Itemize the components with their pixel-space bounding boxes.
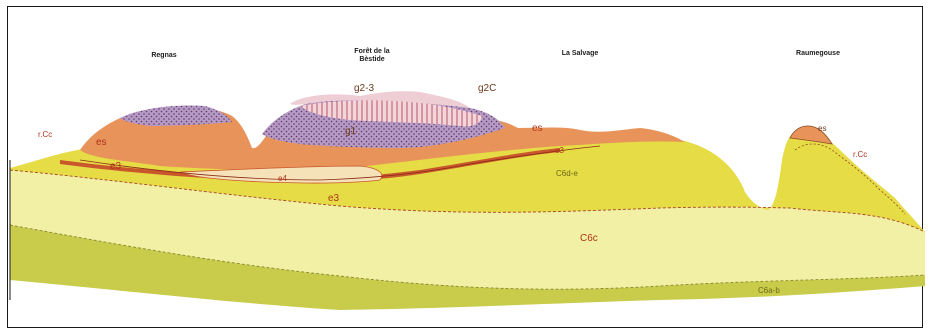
label-e3-bottom: e3 bbox=[328, 194, 339, 204]
label-e3-mid: e3 bbox=[555, 146, 564, 156]
label-c6d-e: C6d-e bbox=[556, 169, 578, 179]
label-g2-3: g2-3 bbox=[354, 84, 374, 94]
label-c6c: C6c bbox=[580, 234, 598, 244]
place-foret-line2: Bèstide bbox=[359, 56, 384, 64]
label-e5-left: es bbox=[96, 138, 107, 148]
place-foret-line1: Forêt de la bbox=[354, 48, 389, 56]
label-e3-left: e3 bbox=[110, 162, 121, 172]
label-e5-mid: es bbox=[532, 124, 543, 134]
label-c6a-b: C6a-b bbox=[758, 286, 780, 296]
place-raumegouse: Raumegouse bbox=[796, 50, 840, 58]
label-g1: g1 bbox=[345, 127, 356, 137]
place-la-salvage: La Salvage bbox=[562, 50, 599, 58]
label-rcc-left: r.Cc bbox=[38, 130, 52, 140]
label-rcc-right: r.Cc bbox=[853, 150, 867, 160]
layer-dotted-cap-left bbox=[120, 106, 232, 127]
label-g2c: g2C bbox=[478, 84, 496, 94]
label-e4: e4 bbox=[278, 174, 287, 184]
label-e5-right: es bbox=[818, 124, 826, 134]
place-regnas: Regnas bbox=[151, 52, 176, 60]
